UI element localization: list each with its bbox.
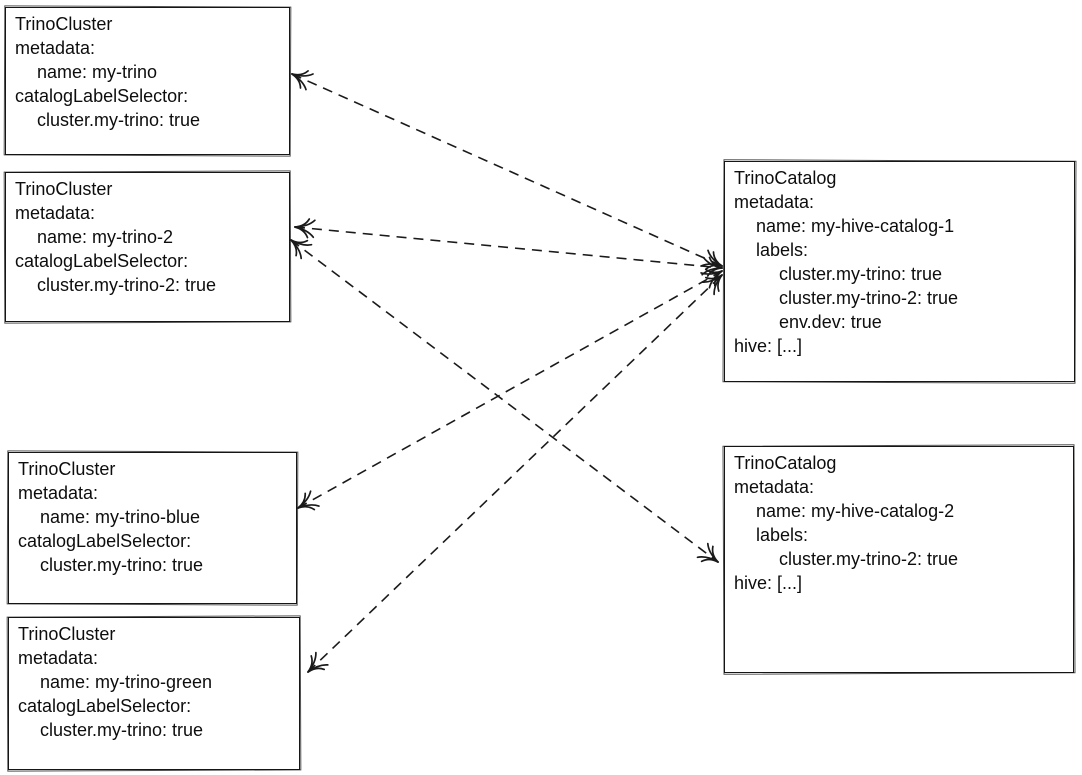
arrowhead xyxy=(291,70,309,76)
yaml-line: cluster.my-trino: true xyxy=(40,555,204,575)
yaml-line: cluster.my-trino-2: true xyxy=(779,549,959,569)
yaml-line: labels: xyxy=(756,240,809,260)
edge-my-trino-2--catalog-2 xyxy=(290,239,719,563)
arrowhead xyxy=(290,239,309,244)
yaml-line: env.dev: true xyxy=(779,312,882,332)
yaml-line: name: my-trino xyxy=(37,62,158,82)
yaml-line: metadata: xyxy=(18,483,99,503)
yaml-line: catalogLabelSelector: xyxy=(15,251,189,271)
yaml-line: TrinoCluster xyxy=(15,14,113,34)
edge-line xyxy=(307,274,723,673)
trinocatalog-my-hive-catalog-1: TrinoCatalog metadata: name: my-hive-catal… xyxy=(724,161,1075,382)
yaml-line: name: my-hive-catalog-1 xyxy=(756,216,955,236)
yaml-line: labels: xyxy=(756,525,809,545)
yaml-line: TrinoCatalog xyxy=(734,453,837,473)
yaml-line: cluster.my-trino: true xyxy=(40,720,204,740)
arrowhead xyxy=(700,558,719,563)
yaml-line: TrinoCluster xyxy=(15,179,113,199)
yaml-line: cluster.my-trino: true xyxy=(37,110,201,130)
arrowhead xyxy=(297,492,307,509)
edge-line xyxy=(297,270,723,509)
yaml-line: TrinoCluster xyxy=(18,624,116,644)
yaml-line: metadata: xyxy=(734,192,815,212)
trinocluster-my-trino-2: TrinoCluster metadata: name: my-trino-2 cat… xyxy=(5,172,290,322)
yaml-line: catalogLabelSelector: xyxy=(18,531,192,551)
yaml-line: name: my-hive-catalog-2 xyxy=(756,501,955,521)
yaml-line: metadata: xyxy=(15,203,96,223)
edge-line xyxy=(290,239,719,563)
arrowhead xyxy=(307,655,313,673)
edge-line xyxy=(291,73,723,267)
yaml-line: catalogLabelSelector: xyxy=(18,696,192,716)
edge-my-trino--catalog-1 xyxy=(291,70,723,270)
edge-line xyxy=(294,226,723,269)
trinocluster-my-trino: TrinoCluster metadata: name: my-trino catal… xyxy=(5,7,290,155)
yaml-line: catalogLabelSelector: xyxy=(15,86,189,106)
yaml-line: metadata: xyxy=(15,38,96,58)
yaml-line: cluster.my-trino: true xyxy=(779,264,943,284)
arrowhead xyxy=(294,218,311,228)
edge-my-trino-green--catalog-1 xyxy=(307,274,723,673)
yaml-line: hive: [...] xyxy=(734,573,803,593)
yaml-line: name: my-trino-green xyxy=(40,672,213,692)
edge-my-trino-blue--catalog-1 xyxy=(297,268,723,511)
yaml-line: TrinoCatalog xyxy=(734,168,837,188)
yaml-line: metadata: xyxy=(734,477,815,497)
yaml-line: metadata: xyxy=(18,648,99,668)
yaml-line: name: my-trino-2 xyxy=(37,227,174,247)
trinocluster-my-trino-green: TrinoCluster metadata: name: my-trino-gree… xyxy=(8,617,300,770)
yaml-line: hive: [...] xyxy=(734,336,803,356)
yaml-line: TrinoCluster xyxy=(18,459,116,479)
trinocatalog-my-hive-catalog-2: TrinoCatalog metadata: name: my-hive-catal… xyxy=(724,446,1074,673)
yaml-line: name: my-trino-blue xyxy=(40,507,201,527)
arrowhead xyxy=(717,274,723,292)
yaml-line: cluster.my-trino-2: true xyxy=(37,275,217,295)
trinocluster-my-trino-blue: TrinoCluster metadata: name: my-trino-blue… xyxy=(8,452,297,604)
yaml-line: cluster.my-trino-2: true xyxy=(779,288,959,308)
